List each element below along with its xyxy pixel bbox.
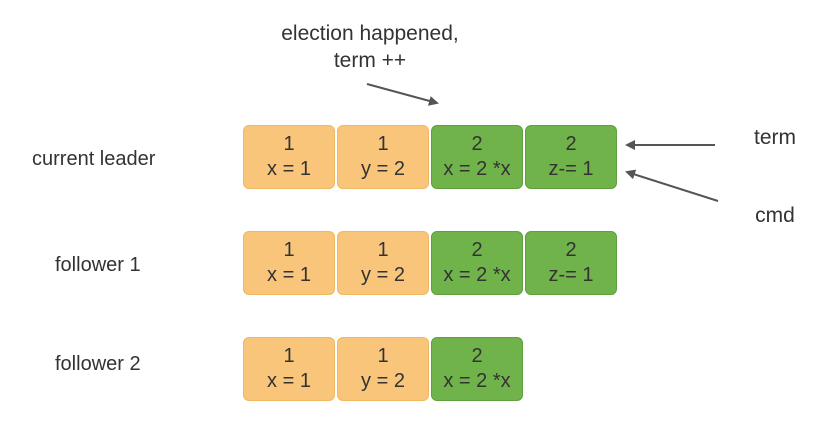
entry-command: y = 2 [361,158,405,180]
log-entry: 1 y = 2 [337,337,429,401]
election-annotation: election happened, term ++ [250,20,490,74]
election-annotation-line1: election happened, [281,22,459,45]
entry-term: 2 [471,133,483,155]
entry-term: 2 [471,345,483,367]
log-entries: 1 x = 1 1 y = 2 2 x = 2 *x [243,337,523,401]
entry-command: z-= 1 [548,264,594,286]
log-entry: 2 x = 2 *x [431,231,523,295]
entry-term: 1 [377,133,389,155]
row-label: follower 2 [55,353,141,375]
entry-term: 1 [377,345,389,367]
entry-command: x = 2 *x [443,370,511,392]
row-label: current leader [32,148,156,170]
term-annotation: term [754,126,796,149]
log-entries: 1 x = 1 1 y = 2 2 x = 2 *x 2 z-= 1 [243,125,617,189]
row-label: follower 1 [55,254,141,276]
entry-term: 1 [377,239,389,261]
entry-command: y = 2 [361,264,405,286]
cmd-arrow [625,169,719,202]
entry-command: x = 2 *x [443,264,511,286]
entry-term: 1 [283,239,295,261]
log-entry: 2 z-= 1 [525,231,617,295]
entry-command: z-= 1 [548,158,594,180]
entry-term: 2 [565,133,577,155]
log-entry: 1 x = 1 [243,337,335,401]
entry-term: 1 [283,345,295,367]
entry-command: x = 2 *x [443,158,511,180]
election-arrow [366,83,439,106]
election-annotation-line2: term ++ [333,49,407,72]
entry-term: 1 [283,133,295,155]
entry-term: 2 [471,239,483,261]
log-entry: 2 z-= 1 [525,125,617,189]
log-entry: 2 x = 2 *x [431,337,523,401]
entry-command: x = 1 [267,158,311,180]
log-entry: 1 y = 2 [337,125,429,189]
entry-term: 2 [565,239,577,261]
log-entry: 1 x = 1 [243,125,335,189]
cmd-annotation: cmd [755,204,795,227]
log-entries: 1 x = 1 1 y = 2 2 x = 2 *x 2 z-= 1 [243,231,617,295]
log-entry: 2 x = 2 *x [431,125,523,189]
log-entry: 1 x = 1 [243,231,335,295]
entry-command: x = 1 [267,370,311,392]
entry-command: y = 2 [361,370,405,392]
entry-command: x = 1 [267,264,311,286]
log-entry: 1 y = 2 [337,231,429,295]
